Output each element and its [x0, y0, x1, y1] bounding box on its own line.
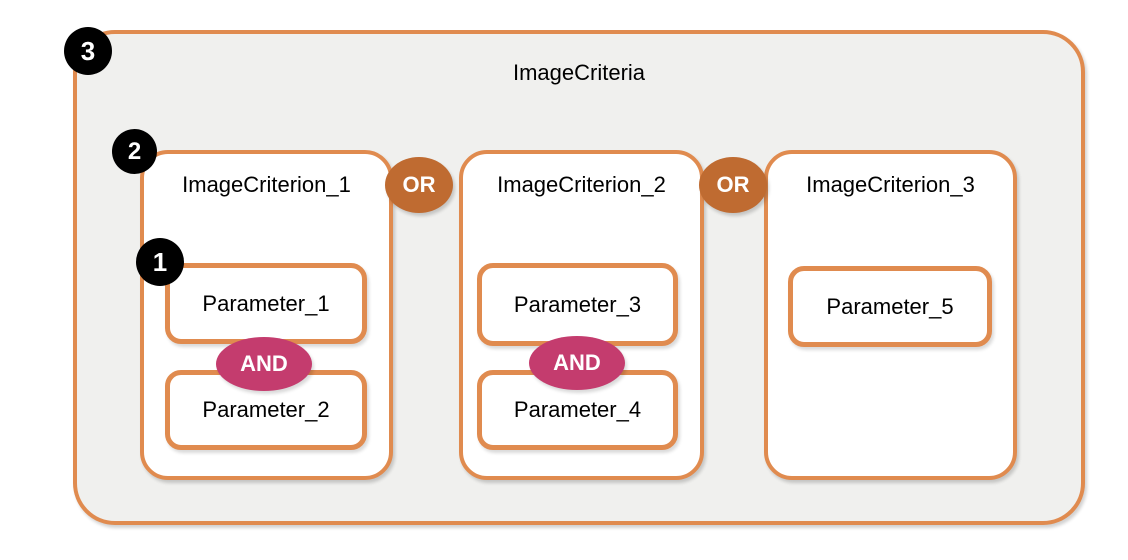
- criterion-1-label: ImageCriterion_1: [182, 172, 351, 197]
- step-marker-3: 3: [64, 27, 112, 75]
- diagram-title: ImageCriteria: [512, 60, 646, 85]
- step-marker-2: 2: [112, 129, 157, 174]
- or-operator-badge-2: OR: [699, 157, 767, 213]
- parameter-box-5: Parameter_5: [788, 266, 992, 347]
- or-operator-badge-1: OR: [385, 157, 453, 213]
- and-operator-badge-1: AND: [216, 337, 312, 391]
- criterion-3-label: ImageCriterion_3: [806, 172, 975, 197]
- step-marker-1: 1: [136, 238, 184, 286]
- and-operator-badge-2: AND: [529, 336, 625, 390]
- criterion-2-label: ImageCriterion_2: [497, 172, 666, 197]
- parameter-box-3: Parameter_3: [477, 263, 678, 346]
- parameter-box-1: Parameter_1: [165, 263, 367, 344]
